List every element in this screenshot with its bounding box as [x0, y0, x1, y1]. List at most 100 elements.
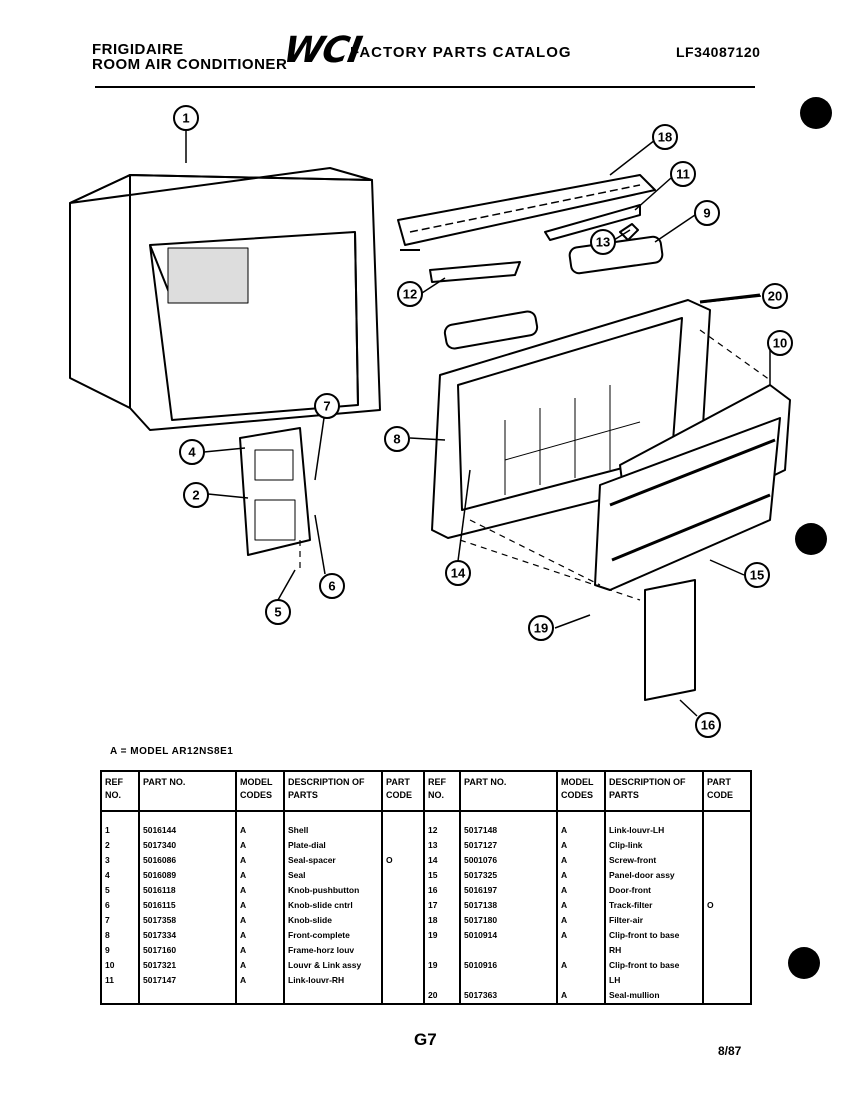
table-cell-right-ref: 17	[423, 898, 461, 913]
table-cell-left-code	[381, 838, 425, 853]
table-cell-right-model	[556, 973, 606, 988]
svg-text:5: 5	[274, 605, 281, 620]
table-cell-right-desc: Clip-front to base	[604, 958, 704, 973]
table-cell-left-model: A	[235, 853, 285, 868]
table-cell-right-desc: Screw-front	[604, 853, 704, 868]
table-cell-right-model: A	[556, 811, 606, 838]
table-cell-right-part: 5010914	[459, 928, 558, 943]
table-cell-left-model: A	[235, 928, 285, 943]
table-cell-right-part: 5017138	[459, 898, 558, 913]
callout-1: 1	[173, 105, 199, 131]
table-cell-left-part: 5017334	[138, 928, 237, 943]
shell-part	[69, 167, 381, 431]
svg-text:18: 18	[658, 130, 672, 145]
table-cell-left-code	[381, 943, 425, 958]
table-cell-right-model: A	[556, 883, 606, 898]
table-cell-left-model	[235, 988, 285, 1005]
table-cell-left-ref: 6	[100, 898, 140, 913]
parts-table-header: REF NO. PART NO. MODEL CODES DESCRIPTION…	[100, 770, 752, 812]
table-cell-left-code	[381, 928, 425, 943]
callout-15: 15	[744, 562, 770, 588]
col-part-no: PART NO.	[138, 770, 237, 812]
table-cell-right-ref: 18	[423, 913, 461, 928]
table-cell-left-ref: 3	[100, 853, 140, 868]
table-cell-right-code	[702, 973, 752, 988]
table-cell-left-ref: 1	[100, 811, 140, 838]
table-cell-right-model: A	[556, 958, 606, 973]
callout-4: 4	[179, 439, 205, 465]
table-cell-right-part	[459, 943, 558, 958]
callout-labels: 1 18 11 9 13 12 20 10 7 4 8 2 6 14 15 19…	[173, 105, 793, 738]
callout-11: 11	[670, 161, 696, 187]
table-cell-left-ref	[100, 988, 140, 1005]
table-cell-right-ref: 20	[423, 988, 461, 1005]
parts-table: REF NO. PART NO. MODEL CODES DESCRIPTION…	[100, 770, 752, 1005]
exploded-parts-diagram: 1 18 11 9 13 12 20 10 7 4 8 2 6 14 15 19…	[69, 105, 793, 738]
svg-text:14: 14	[451, 566, 466, 581]
page-date: 8/87	[718, 1044, 742, 1058]
table-cell-right-code: O	[702, 898, 752, 913]
table-cell-right-ref: 19	[423, 928, 461, 943]
control-panel-part	[239, 427, 311, 556]
svg-text:4: 4	[188, 445, 196, 460]
table-cell-left-desc: Louvr & Link assy	[283, 958, 383, 973]
table-cell-left-model: A	[235, 811, 285, 838]
table-cell-left-code	[381, 868, 425, 883]
table-cell-right-part: 5001076	[459, 853, 558, 868]
table-cell-left-ref: 7	[100, 913, 140, 928]
table-cell-right-model: A	[556, 913, 606, 928]
binder-hole-bottom	[788, 947, 820, 979]
table-cell-right-code	[702, 943, 752, 958]
document-number: LF34087120	[676, 44, 761, 60]
louver-assembly-part	[397, 174, 656, 251]
guide-lines	[299, 329, 771, 601]
link-louver-lh-part	[429, 261, 521, 283]
table-cell-left-desc: Knob-pushbutton	[283, 883, 383, 898]
col-model-codes: MODEL CODES	[235, 770, 285, 812]
col-description-2: DESCRIPTION OF PARTS	[604, 770, 704, 812]
binder-hole-top	[800, 97, 832, 129]
table-cell-left-model: A	[235, 943, 285, 958]
table-cell-right-ref	[423, 973, 461, 988]
table-cell-left-ref: 9	[100, 943, 140, 958]
table-cell-left-desc: Knob-slide cntrl	[283, 898, 383, 913]
table-cell-left-ref: 5	[100, 883, 140, 898]
table-cell-right-ref: 12	[423, 811, 461, 838]
table-cell-left-model: A	[235, 973, 285, 988]
panel-door-assembly-part	[594, 384, 791, 591]
svg-text:8: 8	[393, 432, 400, 447]
callout-5: 5	[265, 599, 291, 625]
table-cell-right-model: A	[556, 838, 606, 853]
clip-link-part	[619, 223, 639, 241]
product-name: ROOM AIR CONDITIONER	[92, 56, 288, 73]
callout-20: 20	[762, 283, 788, 309]
table-cell-right-ref: 19	[423, 958, 461, 973]
brand-name: FRIGIDAIRE	[92, 41, 184, 58]
table-cell-left-desc: Seal	[283, 868, 383, 883]
svg-text:19: 19	[534, 621, 548, 636]
table-cell-left-model: A	[235, 958, 285, 973]
svg-text:13: 13	[596, 235, 610, 250]
table-cell-left-part: 5016118	[138, 883, 237, 898]
callout-6: 6	[319, 573, 345, 599]
page-number: G7	[414, 1030, 437, 1049]
table-cell-left-code	[381, 811, 425, 838]
table-cell-left-part	[138, 988, 237, 1005]
col-part-no-2: PART NO.	[459, 770, 558, 812]
svg-text:10: 10	[773, 336, 787, 351]
table-cell-left-ref: 10	[100, 958, 140, 973]
table-cell-right-part: 5016197	[459, 883, 558, 898]
table-cell-right-ref: 14	[423, 853, 461, 868]
table-cell-right-desc: Door-front	[604, 883, 704, 898]
svg-text:20: 20	[768, 289, 782, 304]
callout-13: 13	[590, 229, 616, 255]
